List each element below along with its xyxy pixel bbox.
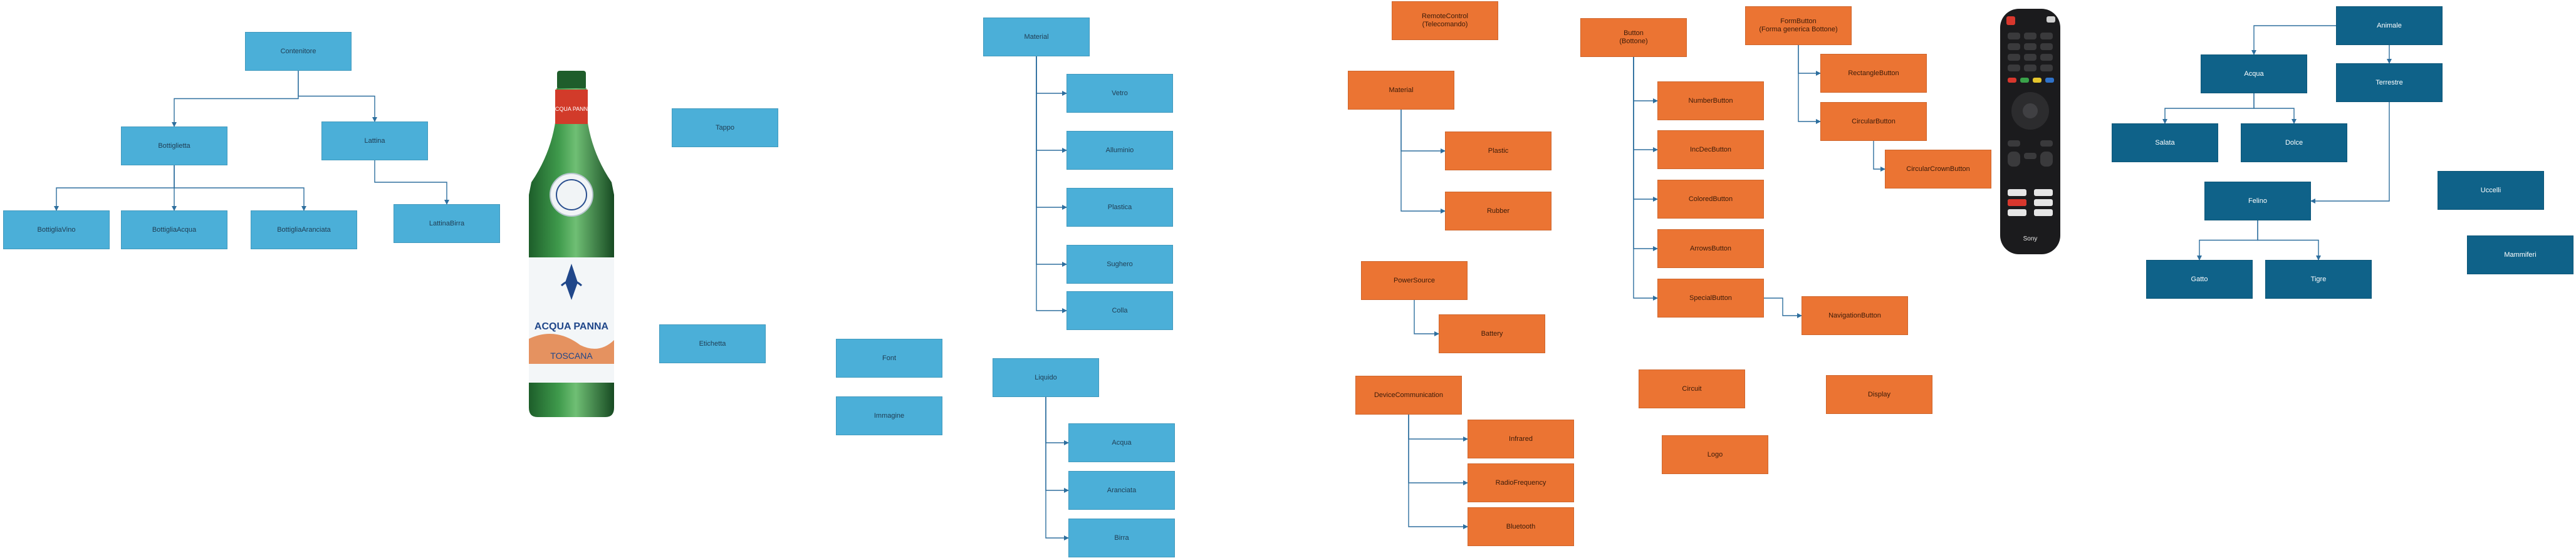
node-animale[interactable]: Animale bbox=[2336, 6, 2443, 45]
node-circuit[interactable]: Circuit bbox=[1639, 369, 1745, 408]
node-display[interactable]: Display bbox=[1826, 375, 1932, 414]
node-alluminio[interactable]: Alluminio bbox=[1066, 131, 1173, 170]
side-connector bbox=[1400, 110, 1446, 153]
node-battery[interactable]: Battery bbox=[1439, 314, 1545, 353]
side-connector bbox=[1045, 397, 1069, 445]
node-uccelli[interactable]: Uccelli bbox=[2438, 171, 2544, 210]
side-connector bbox=[1036, 56, 1067, 267]
node-gatto[interactable]: Gatto bbox=[2146, 260, 2253, 299]
node-remote-control[interactable]: RemoteControl (Telecomando) bbox=[1392, 1, 1498, 40]
node-bluetooth[interactable]: Bluetooth bbox=[1468, 507, 1574, 546]
node-etichetta[interactable]: Etichetta bbox=[659, 324, 766, 363]
node-radio-frequency[interactable]: RadioFrequency bbox=[1468, 463, 1574, 502]
node-tigre[interactable]: Tigre bbox=[2265, 260, 2372, 299]
node-vetro[interactable]: Vetro bbox=[1066, 74, 1173, 113]
node-power-source[interactable]: PowerSource bbox=[1361, 261, 1468, 300]
node-contenitore[interactable]: Contenitore bbox=[245, 32, 352, 71]
node-navigation-button[interactable]: NavigationButton bbox=[1802, 296, 1908, 335]
node-sughero[interactable]: Sughero bbox=[1066, 245, 1173, 284]
node-bottiglia-aranciata[interactable]: BottigliaAranciata bbox=[251, 210, 357, 249]
node-salata[interactable]: Salata bbox=[2112, 123, 2218, 162]
bottle-label-brand: ACQUA PANNA bbox=[534, 321, 609, 332]
tree-connector bbox=[54, 165, 175, 211]
node-dolce[interactable]: Dolce bbox=[2241, 123, 2347, 162]
node-circular-crown-button[interactable]: CircularCrownButton bbox=[1885, 150, 1991, 189]
remote-icon: Sony bbox=[2000, 9, 2060, 254]
tree-connector bbox=[2251, 25, 2336, 55]
tree-connector bbox=[2310, 102, 2390, 204]
node-acqua-animale[interactable]: Acqua bbox=[2201, 54, 2307, 93]
tree-connector bbox=[298, 71, 377, 122]
node-font[interactable]: Font bbox=[836, 339, 942, 378]
node-lattina[interactable]: Lattina bbox=[321, 121, 428, 160]
node-plastica[interactable]: Plastica bbox=[1066, 188, 1173, 227]
node-rubber[interactable]: Rubber bbox=[1445, 192, 1551, 230]
node-mammiferi[interactable]: Mammiferi bbox=[2467, 235, 2573, 274]
side-connector bbox=[1764, 297, 1802, 318]
water-bottle-image: ACQUA PANNA ACQUA PANNA TOSCANA bbox=[518, 70, 625, 420]
node-colored-button[interactable]: ColoredButton bbox=[1657, 180, 1764, 219]
side-connector bbox=[1045, 397, 1069, 493]
tree-connector bbox=[2162, 93, 2255, 124]
node-device-communication[interactable]: DeviceCommunication bbox=[1355, 376, 1462, 415]
node-logo[interactable]: Logo bbox=[1662, 435, 1768, 474]
node-colla[interactable]: Colla bbox=[1066, 291, 1173, 330]
side-connector bbox=[1633, 57, 1658, 152]
remote-control-image: Sony bbox=[1998, 8, 2063, 256]
node-bottiglia-acqua[interactable]: BottigliaAcqua bbox=[121, 210, 227, 249]
node-bottiglietta[interactable]: Bottiglietta bbox=[121, 127, 227, 165]
side-connector bbox=[1045, 397, 1069, 540]
node-aranciata[interactable]: Aranciata bbox=[1068, 471, 1175, 510]
side-connector bbox=[1633, 57, 1658, 202]
node-material-1[interactable]: Material bbox=[983, 18, 1090, 56]
side-connector bbox=[1873, 141, 1885, 172]
tree-connector bbox=[2257, 220, 2321, 261]
node-material-2[interactable]: Material bbox=[1348, 71, 1454, 110]
side-connector bbox=[1798, 45, 1821, 76]
bottle-neck-brand: ACQUA PANNA bbox=[551, 106, 592, 112]
bottle-label-sub: TOSCANA bbox=[550, 351, 593, 361]
side-connector bbox=[1414, 300, 1439, 336]
side-connector bbox=[1036, 56, 1067, 313]
tree-connector bbox=[2253, 93, 2297, 124]
side-connector bbox=[1408, 415, 1468, 442]
node-liquido[interactable]: Liquido bbox=[993, 358, 1099, 397]
side-connector bbox=[1633, 57, 1658, 301]
side-connector bbox=[1408, 415, 1468, 529]
side-connector bbox=[1036, 56, 1067, 153]
tree-connector bbox=[174, 165, 306, 211]
node-form-button[interactable]: FormButton (Forma generica Bottone) bbox=[1745, 6, 1852, 45]
node-immagine[interactable]: Immagine bbox=[836, 396, 942, 435]
node-acqua[interactable]: Acqua bbox=[1068, 423, 1175, 462]
side-connector bbox=[1400, 110, 1446, 214]
node-felino[interactable]: Felino bbox=[2204, 182, 2311, 220]
side-connector bbox=[1408, 415, 1468, 485]
tree-connector bbox=[374, 160, 449, 205]
side-connector bbox=[1633, 57, 1658, 251]
node-tappo[interactable]: Tappo bbox=[672, 108, 778, 147]
side-connector bbox=[1036, 56, 1067, 96]
node-bottiglia-vino[interactable]: BottigliaVino bbox=[3, 210, 110, 249]
node-plastic[interactable]: Plastic bbox=[1445, 132, 1551, 170]
remote-brand-label: Sony bbox=[2023, 235, 2038, 242]
node-special-button[interactable]: SpecialButton bbox=[1657, 279, 1764, 318]
node-lattina-birra[interactable]: LattinaBirra bbox=[394, 204, 500, 243]
side-connector bbox=[1633, 57, 1658, 103]
node-number-button[interactable]: NumberButton bbox=[1657, 81, 1764, 120]
tree-connector bbox=[2197, 220, 2258, 261]
node-incdec-button[interactable]: IncDecButton bbox=[1657, 130, 1764, 169]
node-circular-button[interactable]: CircularButton bbox=[1820, 102, 1927, 141]
side-connector bbox=[1798, 45, 1821, 124]
bottle-icon: ACQUA PANNA ACQUA PANNA TOSCANA bbox=[529, 71, 614, 417]
node-terrestre[interactable]: Terrestre bbox=[2336, 63, 2443, 102]
tree-connector bbox=[172, 71, 299, 127]
node-birra[interactable]: Birra bbox=[1068, 519, 1175, 557]
node-arrows-button[interactable]: ArrowsButton bbox=[1657, 229, 1764, 268]
side-connector bbox=[1036, 56, 1067, 210]
node-infrared[interactable]: Infrared bbox=[1468, 420, 1574, 458]
node-button[interactable]: Button (Bottone) bbox=[1580, 18, 1687, 57]
node-rectangle-button[interactable]: RectangleButton bbox=[1820, 54, 1927, 93]
